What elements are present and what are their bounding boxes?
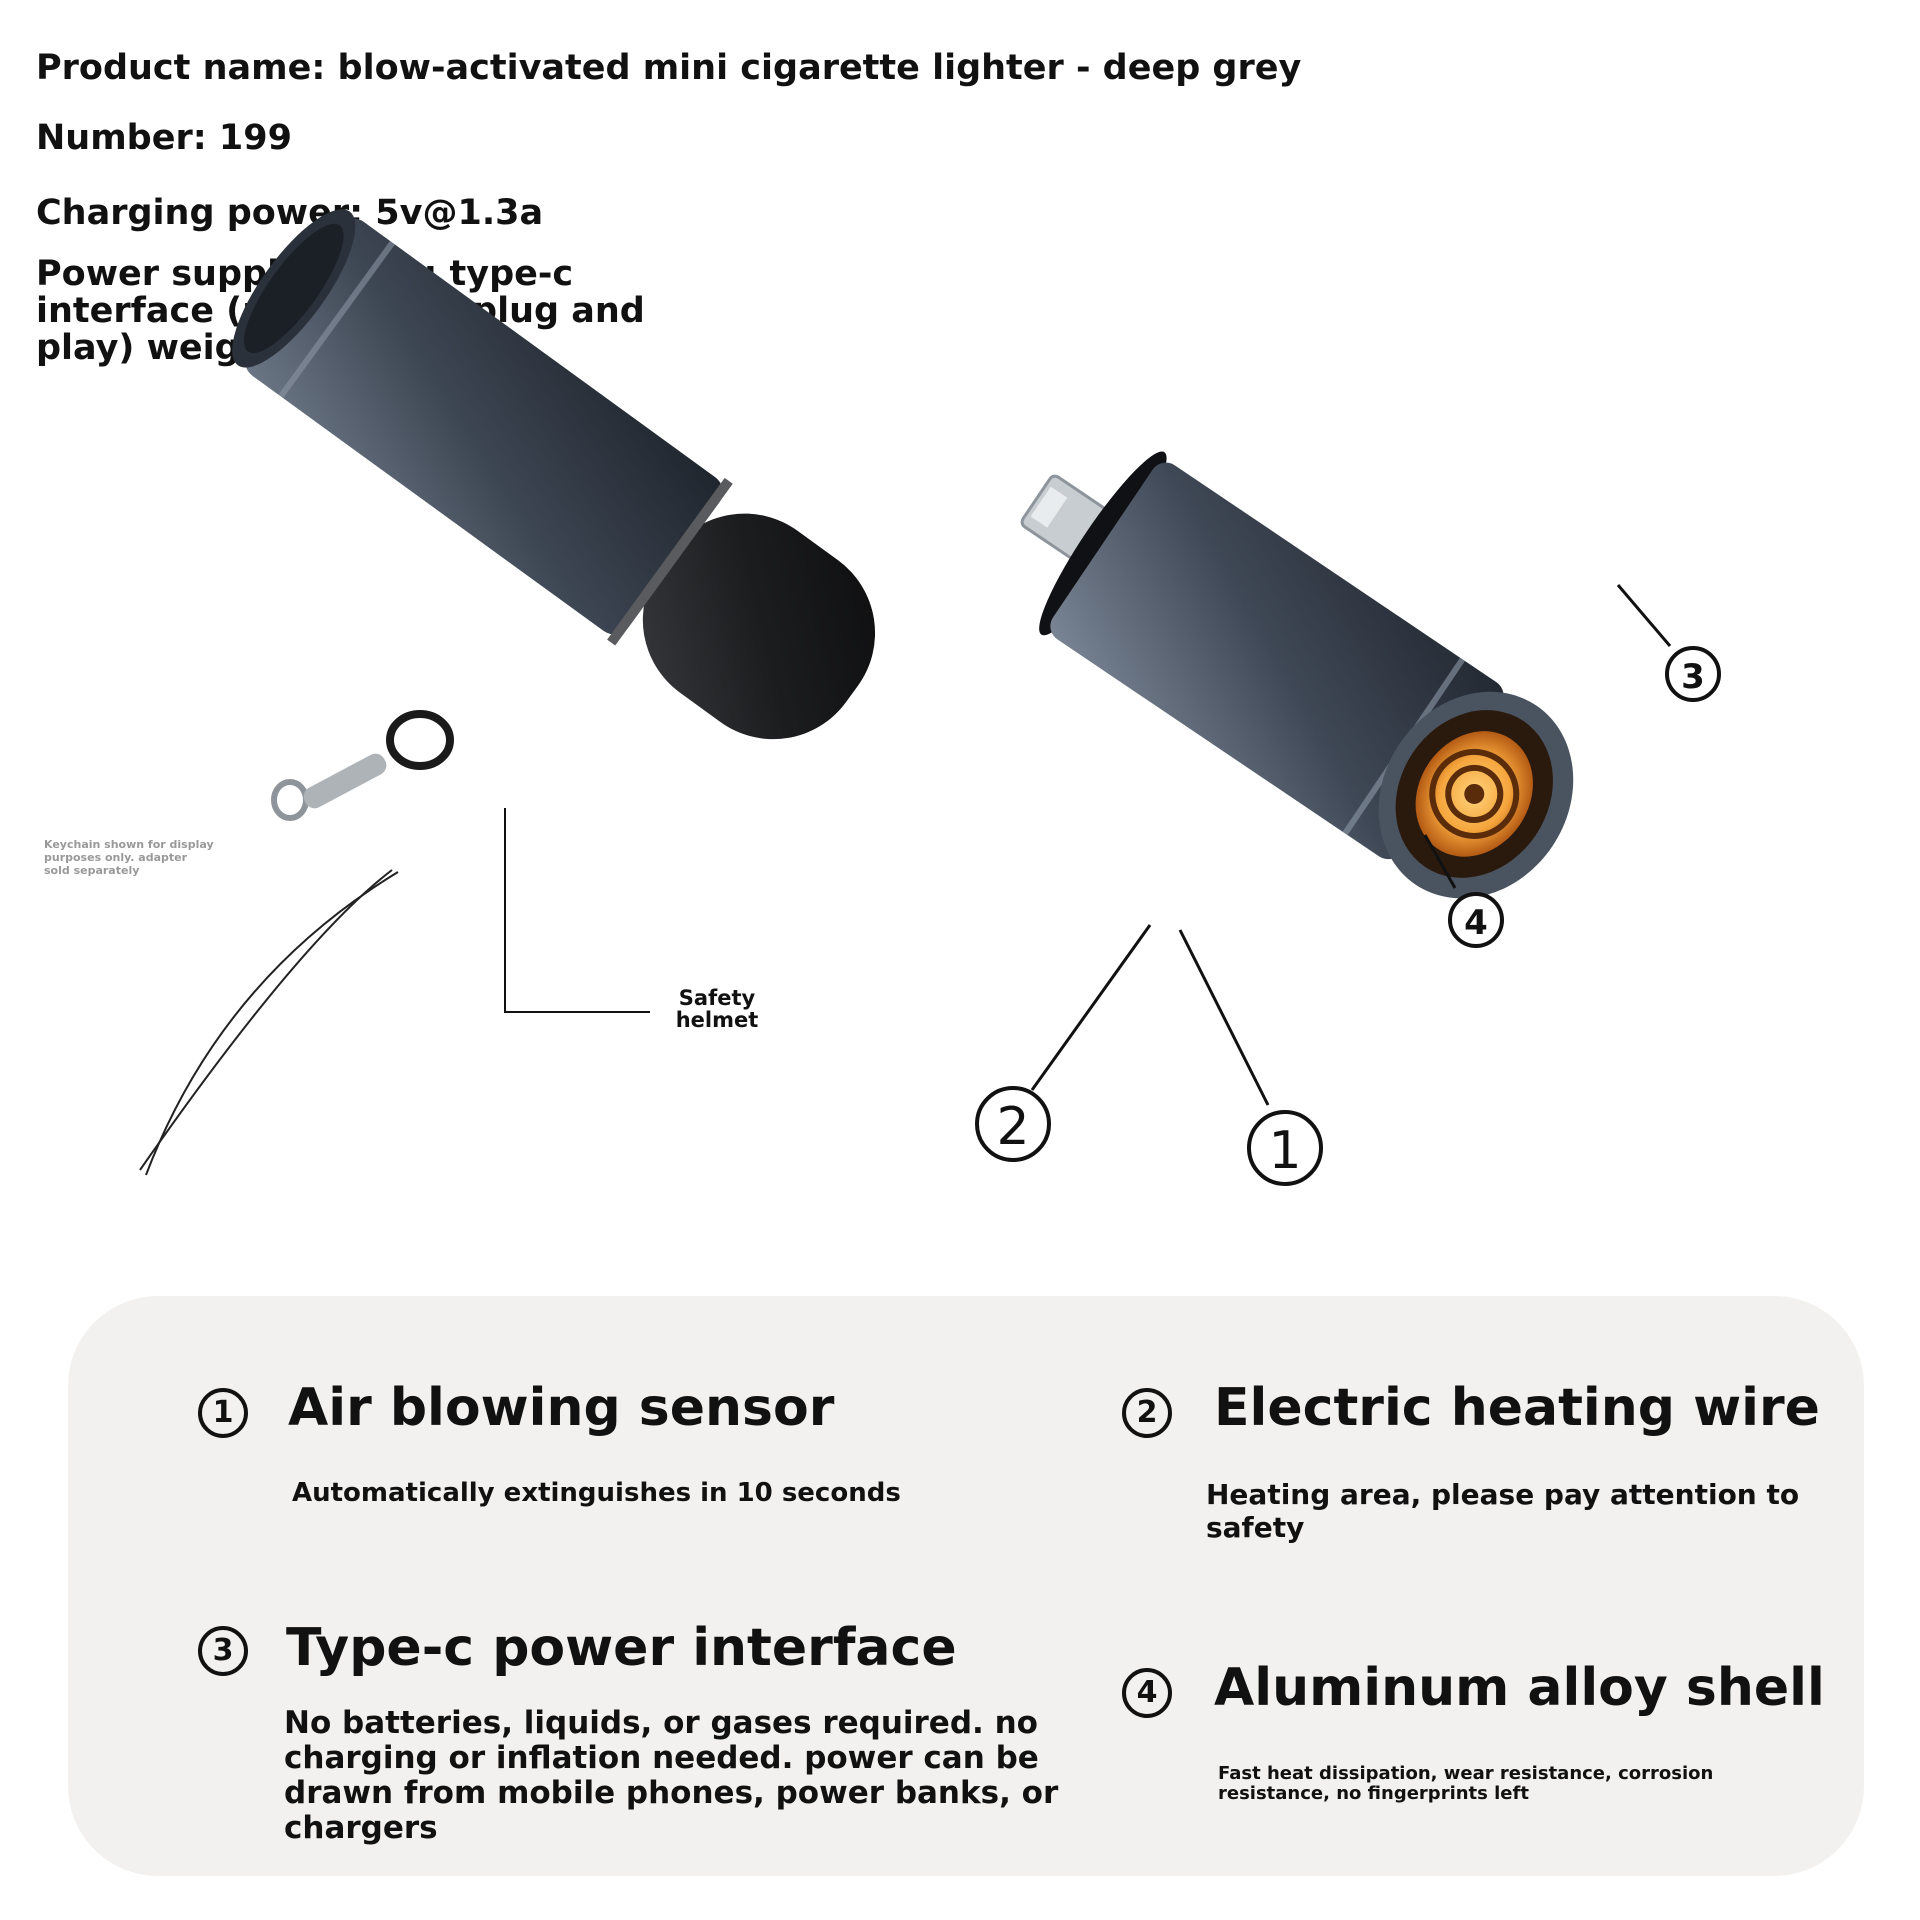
feature-3-title: Type-c power interface — [286, 1618, 957, 1678]
charging-power: Charging power: 5v@1.3a — [36, 193, 544, 233]
callout-2-number: 2 — [996, 1097, 1029, 1157]
leader-line-1 — [1178, 929, 1270, 1106]
callout-1-number: 1 — [1268, 1121, 1301, 1181]
callout-4: 4 — [1448, 892, 1504, 948]
lighter-left — [232, 209, 876, 740]
callout-1: 1 — [1247, 1110, 1323, 1186]
lighter-right — [1020, 451, 1574, 899]
leader-line-3 — [1616, 584, 1672, 647]
feature-1-title: Air blowing sensor — [288, 1378, 835, 1438]
leader-line-4 — [1423, 834, 1457, 889]
feature-4-desc: Fast heat dissipation, wear resistance, … — [1218, 1763, 1714, 1804]
feature-1-desc: Automatically extinguishes in 10 seconds — [292, 1478, 901, 1508]
feature-3-desc: No batteries, liquids, or gases required… — [284, 1705, 1059, 1846]
feature-4-number: 4 — [1122, 1668, 1172, 1718]
safety-helmet-label: Safety helmet — [675, 986, 759, 1032]
feature-3-number: 3 — [198, 1626, 248, 1676]
keychain — [139, 710, 454, 1176]
product-illustration: 1 2 3 4 — [139, 209, 1721, 1186]
feature-2-desc: Heating area, please pay attention to sa… — [1206, 1478, 1800, 1544]
callout-4-number: 4 — [1464, 903, 1488, 943]
feature-1-number: 1 — [198, 1388, 248, 1438]
feature-2-number: 2 — [1122, 1388, 1172, 1438]
product-number: Number: 199 — [36, 118, 292, 158]
product-name: Product name: blow-activated mini cigare… — [36, 48, 1302, 88]
leader-line-2 — [1030, 924, 1152, 1091]
keychain-disclaimer: Keychain shown for display purposes only… — [44, 838, 214, 877]
callout-3: 3 — [1665, 646, 1721, 702]
feature-4-title: Aluminum alloy shell — [1214, 1658, 1825, 1718]
features-panel: 1 Air blowing sensor Automatically extin… — [68, 1296, 1864, 1876]
callout-2: 2 — [975, 1086, 1051, 1162]
feature-2-title: Electric heating wire — [1214, 1378, 1820, 1438]
helmet-leader-line — [504, 808, 650, 1013]
callout-3-number: 3 — [1681, 657, 1705, 697]
